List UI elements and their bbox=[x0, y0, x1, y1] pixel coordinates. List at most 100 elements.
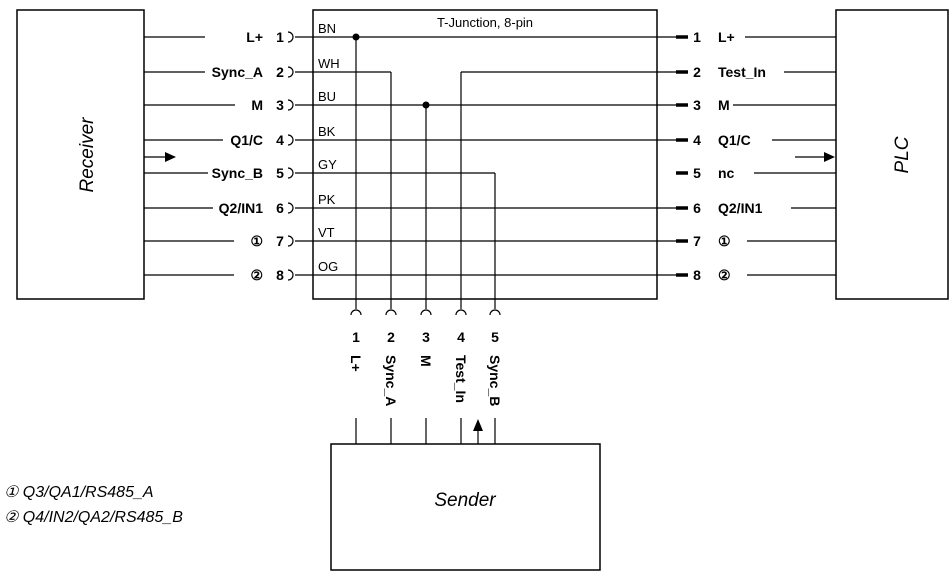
socket-symbol bbox=[287, 134, 294, 146]
receiver-signal-5: Sync_B bbox=[212, 165, 263, 181]
receiver-signal-2: Sync_A bbox=[212, 64, 263, 80]
receiver-signal-3: M bbox=[251, 97, 263, 113]
wire-color-7: VT bbox=[318, 225, 335, 240]
wire-color-3: BU bbox=[318, 89, 336, 104]
plc-pin-7: 7 bbox=[693, 233, 701, 249]
plc-pin-5: 5 bbox=[693, 165, 701, 181]
sender-pin-3: 3 bbox=[422, 329, 430, 345]
socket-symbol bbox=[287, 269, 294, 281]
plc-signal-1: L+ bbox=[718, 29, 735, 45]
input-arrow-receiver bbox=[144, 152, 176, 162]
receiver-pin-3: 3 bbox=[276, 97, 284, 113]
socket-symbol bbox=[287, 31, 294, 43]
plc-pin-1: 1 bbox=[693, 29, 701, 45]
receiver-row-2: Sync_A 2 WH bbox=[144, 56, 340, 80]
plc-pin-8: 8 bbox=[693, 267, 701, 283]
wire-color-8: OG bbox=[318, 259, 338, 274]
footnote-1: ① Q3/QA1/RS485_A bbox=[4, 484, 154, 501]
plc-signal-5: nc bbox=[718, 165, 735, 181]
junction-title: T-Junction, 8-pin bbox=[437, 15, 533, 30]
receiver-row-5: Sync_B 5 GY bbox=[144, 157, 337, 181]
plc-row-1: 1 L+ bbox=[676, 29, 836, 45]
receiver-signal-6: Q2/IN1 bbox=[219, 200, 264, 216]
junction-box bbox=[312, 9, 658, 300]
plc-title: PLC bbox=[892, 136, 913, 173]
receiver-pin-4: 4 bbox=[276, 132, 284, 148]
plc-row-5: 5 nc bbox=[676, 165, 836, 181]
plc-signal-8: ② bbox=[718, 267, 731, 283]
receiver-box bbox=[16, 9, 145, 300]
sender-signal-5: Sync_B bbox=[487, 355, 503, 406]
junction-dot bbox=[352, 33, 360, 41]
receiver-pin-1: 1 bbox=[276, 29, 284, 45]
sender-row-1: 1L+ bbox=[348, 309, 364, 444]
receiver-signal-7: ① bbox=[250, 233, 263, 249]
sender-pin-2: 2 bbox=[387, 329, 395, 345]
sender-signal-2: Sync_A bbox=[383, 355, 399, 406]
plc-pin-4: 4 bbox=[693, 132, 701, 148]
receiver-title: Receiver bbox=[77, 117, 98, 193]
junction-internal-wiring bbox=[295, 33, 676, 309]
plc-signal-4: Q1/C bbox=[718, 132, 751, 148]
socket-symbol bbox=[455, 309, 467, 316]
receiver-row-6: Q2/IN1 6 PK bbox=[144, 192, 336, 216]
plc-pin-2: 2 bbox=[693, 64, 701, 80]
sender-row-3: 3M bbox=[418, 309, 434, 444]
socket-symbol bbox=[287, 202, 294, 214]
wire-color-6: PK bbox=[318, 192, 336, 207]
wire-color-1: BN bbox=[318, 21, 336, 36]
socket-symbol bbox=[420, 309, 432, 316]
socket-symbol bbox=[489, 309, 501, 316]
socket-symbol bbox=[350, 309, 362, 316]
socket-symbol bbox=[287, 235, 294, 247]
plc-signal-6: Q2/IN1 bbox=[718, 200, 763, 216]
socket-symbol bbox=[385, 309, 397, 316]
plc-pin-6: 6 bbox=[693, 200, 701, 216]
plc-pin-3: 3 bbox=[693, 97, 701, 113]
sender-signal-3: M bbox=[418, 355, 434, 367]
socket-symbol bbox=[287, 99, 294, 111]
plc-box bbox=[835, 9, 949, 300]
receiver-signal-4: Q1/C bbox=[230, 132, 263, 148]
receiver-pin-2: 2 bbox=[276, 64, 284, 80]
input-arrow-sender bbox=[473, 419, 483, 444]
receiver-pin-6: 6 bbox=[276, 200, 284, 216]
sender-signal-4: Test_In bbox=[453, 355, 469, 403]
plc-row-6: 6 Q2/IN1 bbox=[676, 200, 836, 216]
wire-color-5: GY bbox=[318, 157, 337, 172]
receiver-row-1: L+ 1 BN bbox=[144, 21, 336, 45]
receiver-signal-8: ② bbox=[250, 267, 263, 283]
socket-symbol bbox=[287, 167, 294, 179]
plc-row-4: 4 Q1/C bbox=[676, 132, 836, 148]
plc-signal-7: ① bbox=[718, 233, 731, 249]
sender-pin-4: 4 bbox=[457, 329, 465, 345]
input-arrow-plc bbox=[795, 152, 835, 162]
receiver-pin-5: 5 bbox=[276, 165, 284, 181]
sender-pin-1: 1 bbox=[352, 329, 360, 345]
sender-pin-5: 5 bbox=[491, 329, 499, 345]
junction-dot bbox=[422, 101, 430, 109]
sender-signal-1: L+ bbox=[348, 355, 364, 372]
footnote-2: ② Q4/IN2/QA2/RS485_B bbox=[4, 509, 183, 526]
receiver-pin-8: 8 bbox=[276, 267, 284, 283]
sender-box bbox=[330, 443, 601, 571]
wire-color-2: WH bbox=[318, 56, 340, 71]
socket-symbol bbox=[287, 66, 294, 78]
receiver-signal-1: L+ bbox=[246, 29, 263, 45]
wire-color-4: BK bbox=[318, 124, 336, 139]
receiver-row-4: Q1/C 4 BK bbox=[144, 124, 336, 148]
